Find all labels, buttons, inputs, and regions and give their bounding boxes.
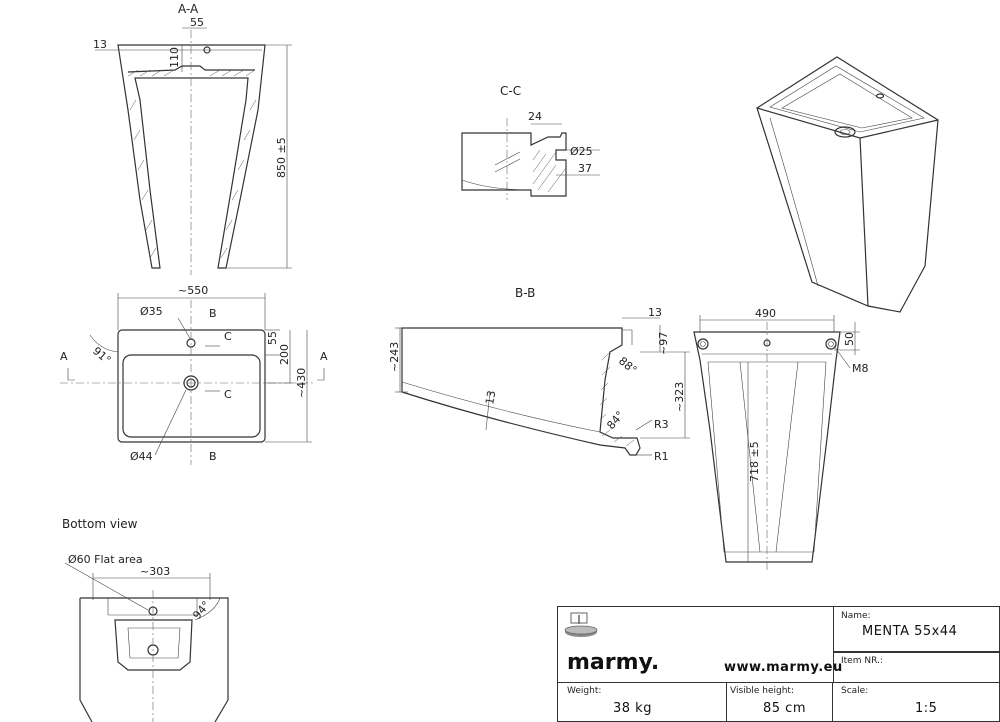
dim-bb-r3: R3 (654, 418, 669, 431)
item-nr-label: Item NR.: (841, 656, 883, 666)
dim-bb-323: ~323 (673, 382, 686, 412)
section-cc-view: C-C 24 Ø25 37 (461, 84, 600, 200)
section-cc-label: C-C (500, 84, 521, 98)
visible-height-label: Visible height: (730, 686, 794, 696)
isometric-view (756, 56, 939, 313)
scale-value: 1:5 (915, 701, 938, 716)
dim-aa-55: 55 (190, 16, 204, 29)
dim-top-55: 55 (266, 331, 279, 345)
bottom-view: Bottom view ~303 Ø60 Flat area 94° (62, 517, 229, 722)
section-bb-view: B-B ~243 13 13 ~97 88° ~323 84° R3 R1 (388, 286, 690, 463)
section-bb-label: B-B (515, 286, 535, 300)
brand-logo-text: marmy. (567, 650, 660, 675)
dim-fv-718: 718 ±5 (748, 441, 761, 482)
bottom-view-label: Bottom view (62, 517, 138, 531)
title-block-bottom-row (557, 682, 1000, 722)
scale-label: Scale: (841, 686, 869, 696)
dim-bb-243: ~243 (388, 342, 401, 372)
dim-top-91: 91° (90, 344, 113, 366)
dim-cc-24: 24 (528, 110, 542, 123)
dim-aa-13: 13 (93, 38, 107, 51)
dim-bb-13a: 13 (483, 389, 498, 405)
section-aa-view: A-A 55 13 110 850 ±5 (93, 2, 292, 275)
name-value: MENTA 55x44 (862, 624, 958, 639)
section-marker-a1: A (60, 350, 68, 363)
top-view: ~550 Ø35 B C 55 200 ~430 A A 91° C Ø44 B (60, 284, 328, 465)
dim-bv-flat: Ø60 Flat area (68, 553, 143, 566)
dim-top-d35: Ø35 (140, 305, 163, 318)
dim-fv-m8: M8 (852, 362, 869, 375)
section-marker-c1: C (224, 330, 232, 343)
title-block-name-cell (833, 606, 1000, 652)
dim-bb-r1: R1 (654, 450, 669, 463)
section-marker-a2: A (320, 350, 328, 363)
section-marker-c2: C (224, 388, 232, 401)
dim-top-d44: Ø44 (130, 450, 153, 463)
section-aa-label: A-A (178, 2, 199, 16)
weight-label: Weight: (567, 686, 602, 696)
title-block-item-cell (833, 652, 1000, 682)
title-block-divider (726, 682, 833, 722)
visible-height-value: 85 cm (763, 701, 806, 716)
dim-bb-84: 84° (604, 409, 626, 432)
dim-bv-94: 94° (190, 599, 212, 622)
weight-value: 38 kg (613, 701, 652, 716)
back-view: 490 50 M8 718 ±5 (693, 307, 869, 570)
dim-fv-490: 490 (755, 307, 776, 320)
dim-top-430: ~430 (295, 368, 308, 398)
dim-fv-50: 50 (843, 332, 856, 346)
basin-logo-icon (564, 612, 598, 637)
section-marker-b2: B (209, 450, 217, 463)
dim-aa-110: 110 (168, 47, 181, 68)
dim-bv-303: ~303 (140, 565, 170, 578)
dim-bb-88: 88° (616, 354, 639, 376)
dim-bb-13b: 13 (648, 306, 662, 319)
dim-cc-37: 37 (578, 162, 592, 175)
dim-top-200: 200 (278, 344, 291, 365)
name-label: Name: (841, 611, 871, 621)
dim-cc-d25: Ø25 (570, 145, 593, 158)
dim-top-550: ~550 (178, 284, 208, 297)
section-marker-b1: B (209, 307, 217, 320)
website-text: www.marmy.eu (724, 660, 843, 675)
dim-bb-97: ~97 (657, 332, 670, 355)
dim-aa-850: 850 ±5 (275, 137, 288, 178)
